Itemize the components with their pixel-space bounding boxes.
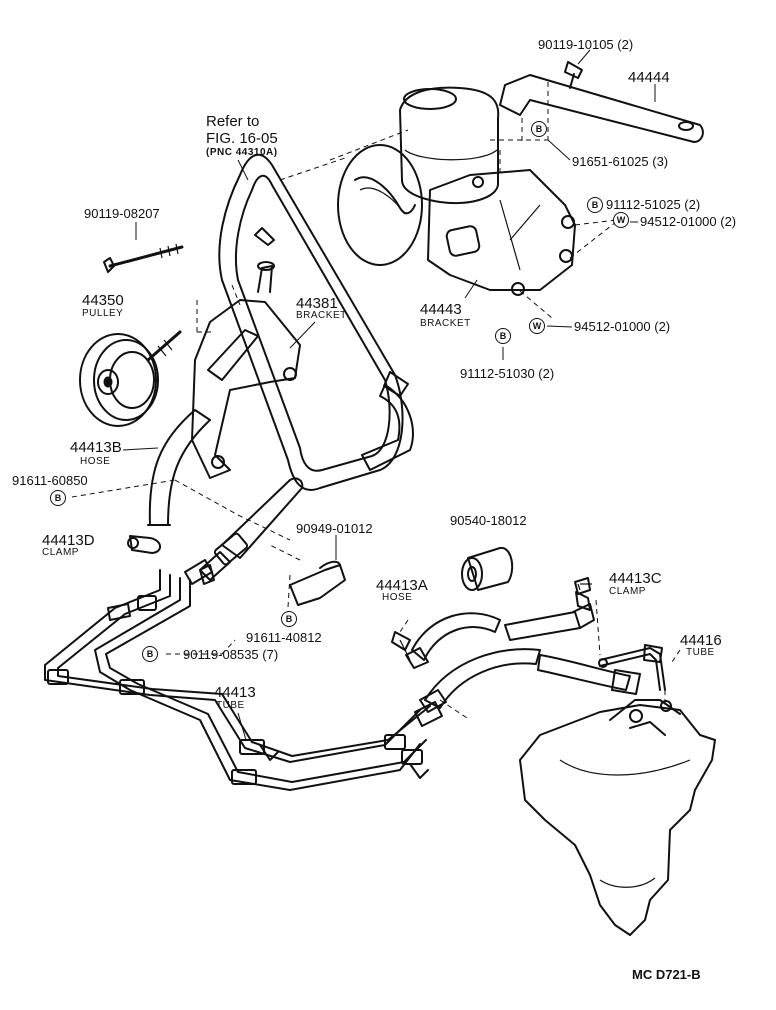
reference-line-3: (PNC 44310A) [206,147,278,158]
part-label-90119-08535: 90119-08535 (7) [183,647,279,662]
part-sublabel-clamp-44413D: CLAMP [42,547,79,558]
part-label-91112-51030: 91112-51030 (2) [460,366,555,381]
pump-bracket-44443-drawing [427,169,576,296]
bolt-badge-icon: B [142,646,158,662]
part-label-91651-61025: 91651-61025 (3) [572,154,669,169]
lower-hose-pair-drawing [414,648,641,727]
part-label-44381: 44381 [296,295,338,312]
figure-code: MC D721-B [632,967,701,982]
pump-pulley-ring-drawing [337,144,423,266]
bolt-badge-icon: B [495,328,511,344]
part-sublabel-tube-44413: TUBE [216,700,245,711]
part-label-44413B: 44413B [70,439,122,456]
tube-44413-drawing [44,564,431,791]
clamp-44413C-drawing [574,577,592,595]
reference-line-2: FIG. 16-05 [206,130,278,147]
part-sublabel-bracket-44443: BRACKET [420,318,471,329]
part-label-94512-01000-a: 94512-01000 (2) [640,214,737,229]
return-hose-upper-drawing [361,371,414,471]
part-label-91611-40812: 91611-40812 [246,630,322,645]
part-sublabel-clamp-44413C: CLAMP [609,586,646,597]
hose-44413A-drawing [391,612,501,669]
part-label-44444: 44444 [628,69,670,86]
steering-gearbox-drawing [519,699,716,936]
part-label-90119-10105: 90119-10105 (2) [538,37,634,52]
part-sublabel-tube-44416: TUBE [686,647,715,658]
part-sublabel-hose-44413B: HOSE [80,456,111,467]
bolt-badge-icon: B [281,611,297,627]
bolt-badge-icon: B [531,121,547,137]
reference-line-1: Refer to [206,113,260,130]
tube-44416-drawing [598,644,666,691]
part-sublabel-pulley: PULLEY [82,308,124,319]
part-label-94512-01000-b: 94512-01000 (2) [574,319,671,334]
part-label-44350: 44350 [82,292,124,309]
part-label-44413C: 44413C [609,570,662,587]
part-label-90540-18012: 90540-18012 [450,513,527,528]
washer-badge-icon: W [529,318,545,334]
part-label-44413D: 44413D [42,532,95,549]
part-label-44413: 44413 [214,684,256,701]
part-label-90949-01012: 90949-01012 [296,521,373,536]
drive-belt-drawing [218,153,404,491]
bolt-badge-icon: B [50,490,66,506]
part-sublabel-bracket-44381: BRACKET [296,310,347,321]
adjusting-bar-44444-drawing [499,61,704,143]
cushion-90540-18012-drawing [461,546,514,591]
leader-lines [71,49,681,741]
bolt-90119-08207-drawing [103,243,184,273]
part-label-90119-08207: 90119-08207 [84,206,160,221]
part-sublabel-hose-44413A: HOSE [382,592,413,603]
bracket-90949-01012-drawing [289,560,346,606]
pulley-44350-drawing [79,330,182,427]
part-label-91112-51025: 91112-51025 (2) [606,197,701,212]
clamp-44413D-drawing [127,535,161,554]
part-label-44443: 44443 [420,301,462,318]
bolt-badge-icon: B [587,197,603,213]
washer-badge-icon: W [613,212,629,228]
hose-44413B-drawing [147,409,211,526]
bracket-44381-drawing [191,261,301,479]
part-label-44413A: 44413A [376,577,428,594]
part-label-91611-60850: 91611-60850 [12,473,88,488]
return-hose-right-drawing [504,583,595,641]
reservoir-tank-drawing [399,86,500,204]
part-label-44416: 44416 [680,632,722,649]
